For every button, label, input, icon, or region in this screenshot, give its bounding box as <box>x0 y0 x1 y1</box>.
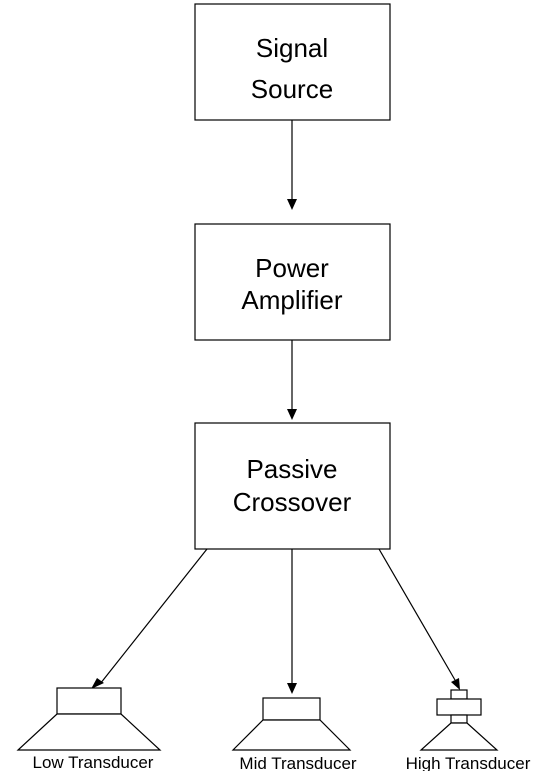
mid-transducer-label: Mid Transducer <box>239 754 356 771</box>
signal-source-label-line1: Signal <box>256 33 328 63</box>
low-transducer-speaker-icon <box>16 687 162 751</box>
arrow-crossover-to-high <box>378 548 460 690</box>
signal-source-block: Signal Source <box>194 3 391 121</box>
arrow-amplifier-to-crossover <box>287 340 297 420</box>
arrow-source-to-amplifier <box>287 120 297 210</box>
low-transducer-label: Low Transducer <box>33 753 154 771</box>
arrow-crossover-to-low <box>91 548 208 689</box>
passive-crossover-label-line2: Crossover <box>233 487 352 517</box>
power-amplifier-label-line2: Amplifier <box>241 285 342 315</box>
high-transducer-speaker-icon <box>419 689 499 751</box>
signal-source-label-line2: Source <box>251 74 333 104</box>
power-amplifier-label-line1: Power <box>255 253 329 283</box>
passive-crossover-label-line1: Passive <box>246 454 337 484</box>
arrow-crossover-to-mid <box>287 549 297 694</box>
mid-transducer-speaker-icon <box>231 697 352 751</box>
high-transducer-label: High Transducer <box>406 754 531 771</box>
passive-crossover-block: Passive Crossover <box>194 422 391 550</box>
power-amplifier-block: Power Amplifier <box>194 223 391 341</box>
